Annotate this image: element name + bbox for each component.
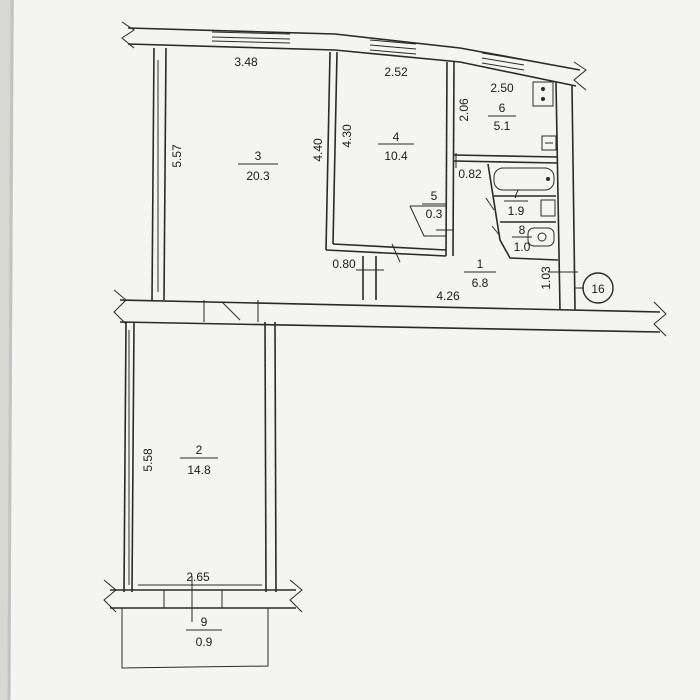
kitchen-sink-icon xyxy=(541,135,557,151)
hall-doorway xyxy=(356,256,384,300)
room-2-area: 14.8 xyxy=(187,463,211,477)
bathroom-block xyxy=(485,163,559,261)
dim-2-52: 2.52 xyxy=(384,65,408,79)
room-3-number: 3 xyxy=(255,149,262,163)
washbasin-icon xyxy=(540,199,556,217)
room-7-area: 1.9 xyxy=(508,204,525,218)
floor-plan-drawing: 3 20.3 4 10.4 5 0.3 6 5.1 7 1.9 8 1.0 1 … xyxy=(103,21,667,669)
partition-room-4-6 xyxy=(445,61,455,257)
partition-room-3-4 xyxy=(325,51,338,251)
dim-2-50: 2.50 xyxy=(490,81,514,95)
dim-5-58: 5.58 xyxy=(141,448,155,472)
middle-wall xyxy=(113,289,667,337)
dim-4-26: 4.26 xyxy=(436,289,460,303)
window-room-6 xyxy=(481,52,525,71)
room-5-area: 0.3 xyxy=(426,207,443,221)
room-4-number: 4 xyxy=(393,130,400,144)
room-9-number: 9 xyxy=(201,615,208,629)
unit-marker-number: 16 xyxy=(591,282,605,296)
room-6-area: 5.1 xyxy=(494,119,511,133)
bottom-exterior-wall xyxy=(103,579,303,613)
dim-1-03: 1.03 xyxy=(539,266,553,290)
window-room-3 xyxy=(211,31,291,44)
dim-2-65: 2.65 xyxy=(186,570,210,584)
room-2-number: 2 xyxy=(196,443,203,457)
left-wall-room-3 xyxy=(151,47,167,301)
window-room-4 xyxy=(369,39,417,55)
right-exterior-wall xyxy=(548,81,578,311)
room-1-number: 1 xyxy=(477,257,484,271)
room-2-walls xyxy=(123,321,277,593)
closet-room-5 xyxy=(409,205,454,237)
balcony-room-9 xyxy=(121,608,269,669)
room-3-area: 20.3 xyxy=(246,169,270,183)
unit-marker: 16 xyxy=(575,272,614,304)
room-6-number: 6 xyxy=(499,101,506,115)
room-9-area: 0.9 xyxy=(196,635,213,649)
dim-0-80: 0.80 xyxy=(332,257,356,271)
dim-2-06: 2.06 xyxy=(457,98,471,122)
dim-5-57: 5.57 xyxy=(170,144,184,168)
room-5-number: 5 xyxy=(431,189,438,203)
room-4-area: 10.4 xyxy=(384,149,408,163)
top-exterior-wall xyxy=(121,21,587,91)
room-8-number: 8 xyxy=(519,223,526,237)
room-1-area: 6.8 xyxy=(472,276,489,290)
dim-0-82: 0.82 xyxy=(458,167,482,181)
dim-4-30: 4.30 xyxy=(340,124,354,148)
room-6-bottom-wall xyxy=(453,154,559,164)
dim-4-40: 4.40 xyxy=(311,138,325,162)
dim-3-48: 3.48 xyxy=(234,55,258,69)
bathtub-icon xyxy=(493,167,555,191)
stove-icon xyxy=(532,81,554,107)
room-8-area: 1.0 xyxy=(514,240,531,254)
room-7-number: 7 xyxy=(513,187,520,201)
room-4-bottom-wall xyxy=(325,243,447,263)
